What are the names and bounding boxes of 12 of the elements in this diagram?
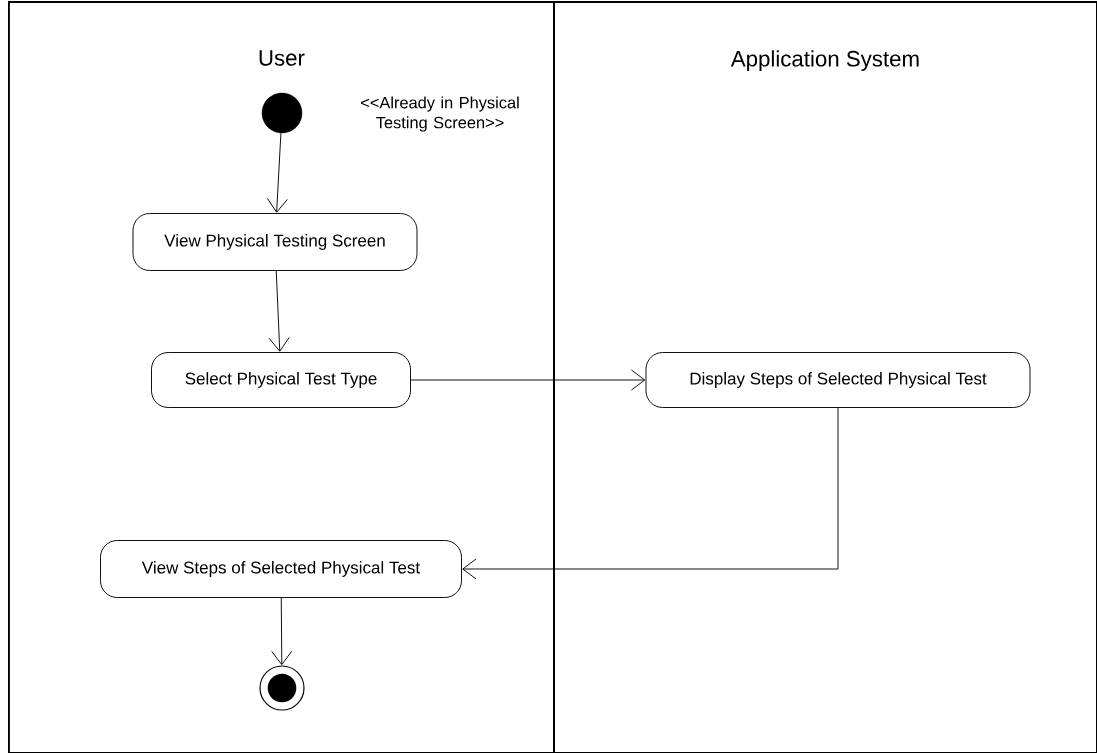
activity-box: View Steps of Selected Physical Test [100,540,462,598]
arrow [410,369,646,391]
activity-box: View Physical Testing Screen [132,213,418,271]
initial-node [261,92,303,134]
activity-box: Display Steps of Selected Physical Test [645,352,1031,408]
arrow [268,270,290,352]
activity-box: Select Physical Test Type [151,352,411,408]
arrow [462,407,839,580]
arrow [271,597,293,666]
note-text: <<Already in Physical Testing Screen>> [361,96,519,132]
arrow [266,132,288,213]
final-node [259,665,305,711]
